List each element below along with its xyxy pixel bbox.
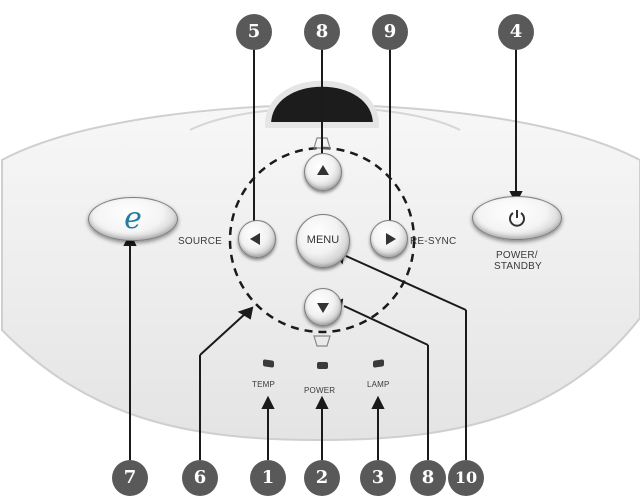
callout-line-6-diag [199,312,247,356]
right-arrow-button[interactable] [370,220,408,258]
callout-badge-5: 5 [236,14,272,50]
menu-label: MENU [306,234,340,246]
triangle-down-icon [317,303,329,313]
up-arrow-button[interactable] [304,153,342,191]
callout-badge-9: 9 [372,14,408,50]
power-standby-button[interactable] [472,196,562,240]
callout-badge-8-bottom: 8 [410,460,446,496]
callout-badge-4: 4 [498,14,534,50]
temp-indicator-label: TEMP [252,380,276,389]
callout-badge-8-top: 8 [304,14,340,50]
temp-led [263,359,274,368]
triangle-up-icon [317,165,329,175]
power-standby-label-line1: POWER/ [496,250,538,261]
callout-arrow-3 [371,395,385,409]
source-label: SOURCE [178,236,222,247]
callout-arrow-1 [261,395,275,409]
lamp-indicator-label: LAMP [367,380,390,389]
power-indicator-label: POWER [304,386,336,395]
power-icon [509,210,525,227]
triangle-left-icon [250,233,260,245]
callout-badge-10: 10 [448,460,484,496]
navigation-ring [228,146,416,334]
callout-badge-1: 1 [250,460,286,496]
keystone-up-marker [313,137,331,149]
callout-badge-2: 2 [304,460,340,496]
power-led [317,362,328,369]
callout-arrow-6 [237,306,254,320]
e-icon: e [124,201,142,236]
e-button[interactable]: e [88,197,178,241]
callout-line-8-bottom-diag [343,305,429,346]
power-standby-label-line2: STANDBY [494,261,542,272]
down-arrow-button[interactable] [304,288,342,326]
keystone-down-marker [313,335,331,347]
callout-badge-3: 3 [360,460,396,496]
menu-button[interactable]: MENU [296,214,350,268]
triangle-right-icon [386,233,396,245]
callout-badge-7: 7 [112,460,148,496]
callout-arrow-2 [315,395,329,409]
callout-line-10-diag [345,255,467,311]
resync-label: RE-SYNC [410,236,457,247]
left-arrow-button[interactable] [238,220,276,258]
callout-badge-6: 6 [182,460,218,496]
